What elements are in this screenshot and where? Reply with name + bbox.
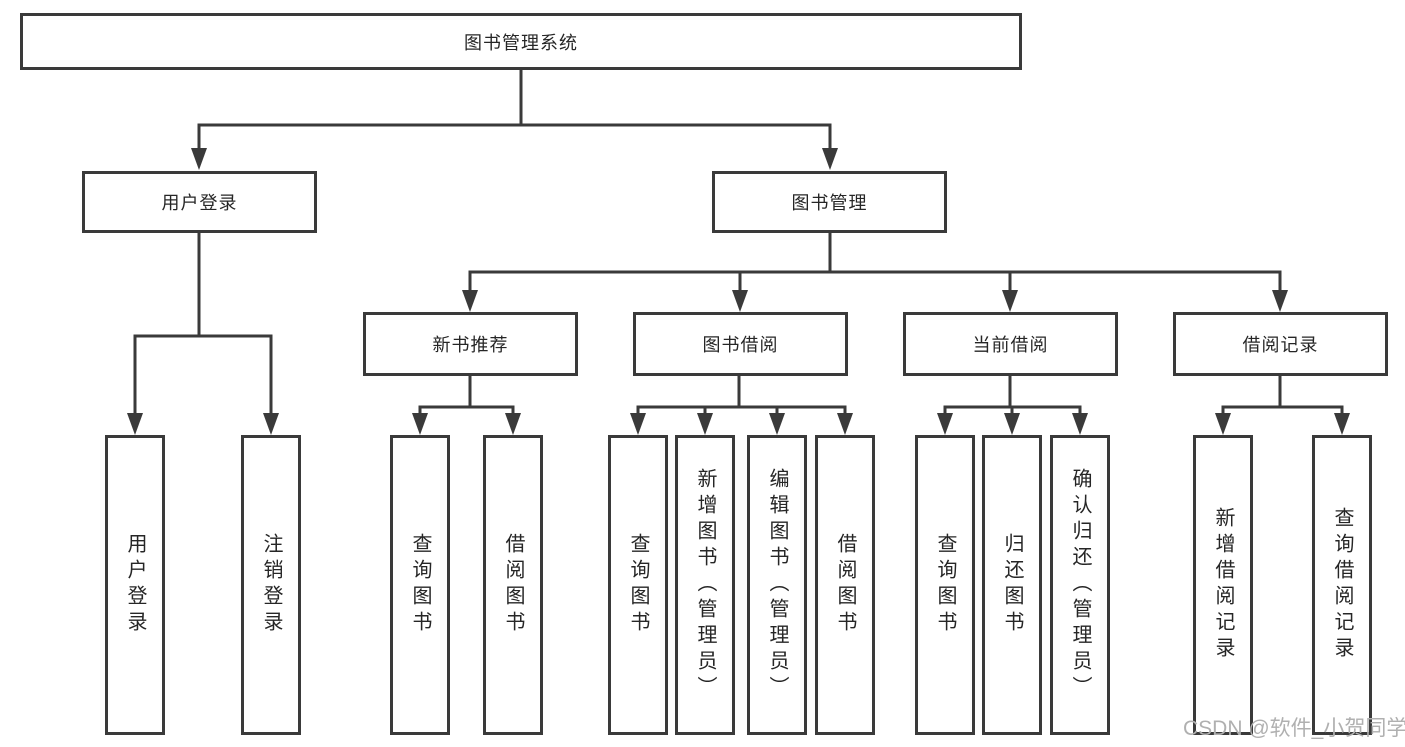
leaf-edit-book-admin: 编辑图书（管理员） xyxy=(747,435,807,735)
node-book-management: 图书管理 xyxy=(712,171,947,233)
connector-root-to-level2 xyxy=(197,70,832,152)
node-label: 注销登录 xyxy=(260,533,282,637)
leaf-add-borrow-record: 新增借阅记录 xyxy=(1193,435,1253,735)
leaf-return-book: 归还图书 xyxy=(982,435,1042,735)
node-label: 图书管理系统 xyxy=(464,32,578,53)
node-label: 查询图书 xyxy=(409,533,431,637)
connector-current-to-leaves xyxy=(943,376,1082,417)
node-library-management-system: 图书管理系统 xyxy=(20,13,1022,70)
node-label: 图书借阅 xyxy=(702,335,779,355)
node-label: 确认归还（管理员） xyxy=(1069,468,1091,702)
connector-borrow-to-leaves xyxy=(636,376,847,417)
node-borrow-records: 借阅记录 xyxy=(1173,312,1388,376)
node-label: 归还图书 xyxy=(1001,533,1023,637)
node-label: 新增借阅记录 xyxy=(1212,507,1234,663)
connector-mgmt-to-level3 xyxy=(468,233,1282,294)
leaf-borrow-books-borrow: 借阅图书 xyxy=(815,435,875,735)
node-label: 查询图书 xyxy=(934,533,956,637)
leaf-logout: 注销登录 xyxy=(241,435,301,735)
arrowheads xyxy=(127,148,1350,435)
node-label: 借阅记录 xyxy=(1242,335,1319,355)
leaf-add-book-admin: 新增图书（管理员） xyxy=(675,435,735,735)
node-label: 编辑图书（管理员） xyxy=(766,468,788,702)
node-new-book-recommend: 新书推荐 xyxy=(363,312,578,376)
leaf-user-login: 用户登录 xyxy=(105,435,165,735)
leaf-query-books-recommend: 查询图书 xyxy=(390,435,450,735)
csdn-watermark: CSDN @软件_小贺同学 xyxy=(1183,717,1405,740)
leaf-query-books-current: 查询图书 xyxy=(915,435,975,735)
connector-login-to-leaves xyxy=(133,233,273,417)
node-label: 当前借阅 xyxy=(972,335,1049,355)
node-user-login: 用户登录 xyxy=(82,171,317,233)
leaf-query-books-borrow: 查询图书 xyxy=(608,435,668,735)
leaf-borrow-books-recommend: 借阅图书 xyxy=(483,435,543,735)
node-label: 查询借阅记录 xyxy=(1331,507,1353,663)
leaf-query-borrow-record: 查询借阅记录 xyxy=(1312,435,1372,735)
node-label: 用户登录 xyxy=(124,533,146,637)
connector-newrec-to-leaves xyxy=(418,376,515,417)
leaf-confirm-return-admin: 确认归还（管理员） xyxy=(1050,435,1110,735)
node-label: 新增图书（管理员） xyxy=(694,468,716,702)
node-label: 查询图书 xyxy=(627,533,649,637)
node-label: 用户登录 xyxy=(161,193,238,213)
node-label: 借阅图书 xyxy=(834,533,856,637)
node-current-borrow: 当前借阅 xyxy=(903,312,1118,376)
node-label: 借阅图书 xyxy=(502,533,524,637)
node-book-borrow: 图书借阅 xyxy=(633,312,848,376)
node-label: 新书推荐 xyxy=(432,335,509,355)
connector-record-to-leaves xyxy=(1221,376,1344,417)
node-label: 图书管理 xyxy=(791,193,868,213)
